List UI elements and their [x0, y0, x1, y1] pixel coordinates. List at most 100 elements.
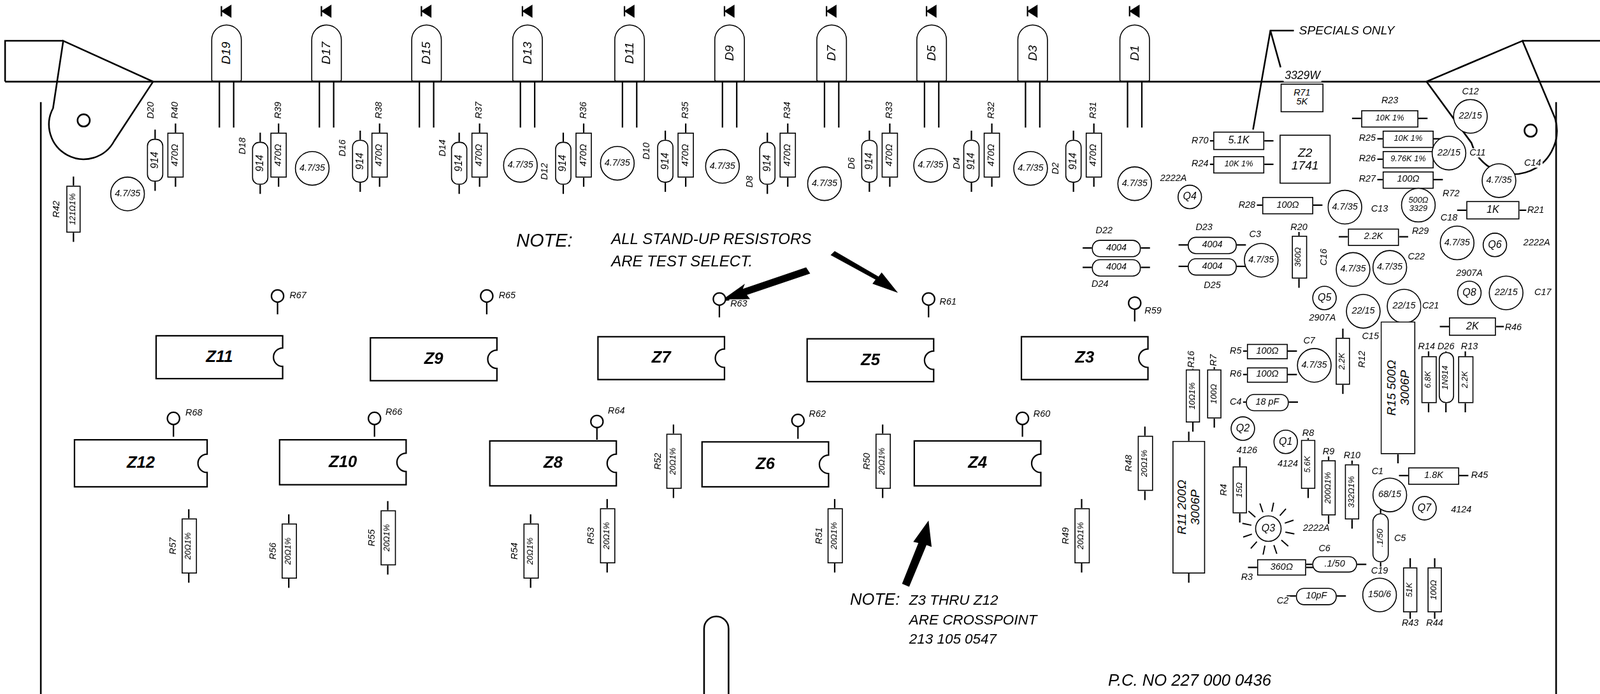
value-text: R11 200Ω3006P	[1175, 479, 1202, 535]
callout-label: P.C. NO 227 000 0436	[1107, 672, 1273, 690]
component-lead	[1297, 278, 1300, 288]
value-text: 20Ω1%	[878, 447, 887, 476]
value-text-line: 4.7/35	[917, 160, 944, 171]
board-slot	[704, 616, 729, 694]
led-lead	[1126, 81, 1128, 128]
resistor-symbol: 20Ω1%	[281, 523, 297, 579]
led-symbol: D19	[210, 24, 242, 82]
diode-symbol: 914	[1065, 139, 1082, 183]
component-lead	[970, 182, 972, 192]
value-text: Z10	[328, 453, 357, 471]
callout-label: R66	[384, 407, 404, 417]
component-outline: 10pF	[1296, 587, 1337, 605]
resistor-symbol: 332Ω1%	[1345, 464, 1360, 520]
resistor-symbol: 2.2K	[1335, 337, 1350, 385]
polarity-mark	[220, 6, 222, 17]
value-text: 470Ω	[170, 144, 181, 167]
ic-outline-path	[702, 441, 829, 487]
callout-label: D24	[1090, 279, 1110, 290]
component-lead	[1188, 431, 1190, 441]
callout-label: ARE TEST SELECT.	[610, 252, 754, 269]
component-outline: .1/50	[1372, 513, 1390, 563]
polarity-mark	[925, 6, 928, 17]
led-lead	[735, 81, 738, 128]
callout-label: C7	[1302, 335, 1317, 346]
component-lead	[1264, 163, 1274, 166]
value-text: 22/15	[1351, 306, 1375, 317]
value-text: 4.7/35	[1017, 163, 1044, 174]
value-text: 2.2K	[1338, 353, 1348, 370]
value-text: 4.7/35	[299, 163, 325, 174]
component-lead	[583, 177, 585, 187]
highlight-ray	[1250, 541, 1258, 549]
value-text: 5.1K	[1228, 135, 1250, 147]
value-text: 5.6K	[1303, 455, 1312, 473]
value-text: .1/50	[1324, 559, 1346, 570]
callout-label: R46	[1503, 322, 1523, 332]
resistor-symbol: 1.8K	[1408, 467, 1460, 485]
value-text: Z4	[967, 454, 988, 473]
callout-label: D8	[744, 174, 755, 189]
value-text-line: 200Ω1%	[1324, 472, 1333, 505]
value-text: 100Ω	[1210, 384, 1219, 404]
led-lead	[1024, 81, 1026, 128]
capacitor-symbol: 4.7/35	[913, 147, 948, 183]
value-text-line: 20Ω1%	[526, 537, 535, 565]
value-text: Q7	[1417, 502, 1432, 514]
component-lead	[606, 563, 608, 573]
callout-label: 4126	[1235, 446, 1258, 456]
value-text-line: 914	[354, 152, 366, 171]
callout-label: C2	[1275, 596, 1290, 606]
capacitor-symbol: 4.7/35	[1440, 225, 1475, 260]
callout-label: C11	[1468, 148, 1488, 159]
component-lead	[1418, 117, 1428, 120]
callout-label: R5	[1228, 345, 1243, 356]
resistor-symbol: R715K	[1280, 83, 1324, 113]
led-lead	[1039, 81, 1041, 128]
highlight-ray	[1259, 503, 1263, 513]
value-text-line: 10K 1%	[1224, 159, 1254, 169]
component-outline: 4004	[1187, 236, 1237, 254]
component-lead	[1073, 182, 1075, 192]
value-text-line: D1	[1128, 45, 1142, 62]
value-text: 121Ω1%	[69, 193, 78, 225]
callout-label: C14	[1522, 158, 1543, 169]
value-text: 22/15	[1459, 111, 1483, 122]
value-text-line: 10K 1%	[1375, 114, 1405, 123]
standup-resistor	[792, 414, 805, 427]
component-lead	[1399, 235, 1409, 238]
component-lead	[1082, 266, 1092, 268]
value-text: 4.7/35	[1122, 179, 1148, 189]
callout-label: C19	[1369, 566, 1390, 577]
callout-label: D14	[437, 138, 448, 158]
value-text: 914	[558, 154, 570, 173]
highlight-ray	[1285, 532, 1295, 534]
component-lead	[458, 132, 461, 142]
led-lead	[432, 81, 434, 128]
value-text-line: 4.7/35	[1301, 360, 1328, 371]
resistor-symbol: 9.76K 1%	[1382, 150, 1434, 168]
value-text: 200Ω1%	[1324, 472, 1333, 505]
polarity-mark	[222, 6, 231, 17]
led-lead	[318, 81, 320, 128]
resistor-symbol: 200Ω1%	[1321, 460, 1336, 515]
component-lead	[970, 130, 972, 140]
value-text: 18 pF	[1255, 396, 1280, 407]
resistor-symbol: 5.6K	[1301, 439, 1316, 489]
callout-label: R9	[1321, 447, 1336, 457]
component-lead	[1239, 456, 1241, 466]
value-text-line: 4.7/35	[709, 161, 736, 171]
led-lead	[621, 81, 624, 128]
component-lead	[1093, 177, 1095, 187]
value-text-line: 1N914	[1441, 365, 1450, 390]
component-lead	[1341, 384, 1344, 394]
value-text: 2.2K	[1461, 371, 1470, 389]
value-text-line: 914	[660, 152, 671, 171]
component-lead	[881, 424, 884, 434]
led-lead	[823, 81, 826, 128]
ic-outline: Z12	[73, 439, 208, 489]
callout-label: 4124	[1450, 505, 1473, 515]
component-lead	[1464, 403, 1466, 413]
callout-label: 2222A	[1301, 523, 1331, 534]
component-lead	[1239, 513, 1241, 523]
